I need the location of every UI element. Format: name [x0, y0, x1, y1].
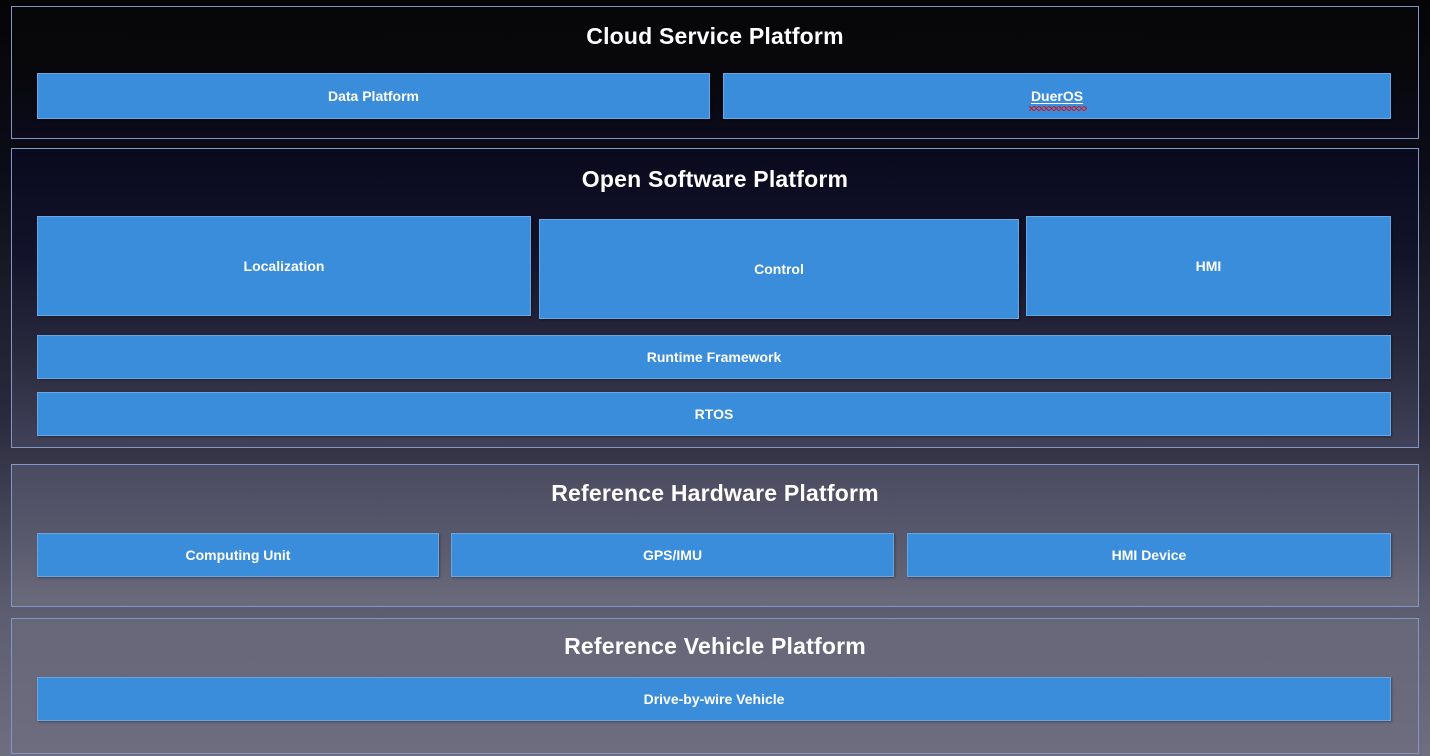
block-label-hmi-device: HMI Device	[1111, 547, 1187, 563]
layer-title-reference-hardware-platform: Reference Hardware Platform	[551, 480, 879, 506]
block-hmi[interactable]: HMI	[1026, 216, 1391, 316]
block-label-runtime-framework: Runtime Framework	[646, 349, 782, 365]
block-gps-imu[interactable]: GPS/IMU	[451, 533, 894, 577]
layer-cloud-service-platform: Cloud Service Platform Data Platform Due…	[11, 6, 1419, 139]
block-localization[interactable]: Localization	[37, 216, 531, 316]
block-label-hmi: HMI	[1195, 258, 1222, 274]
layer-reference-vehicle-platform: Reference Vehicle Platform Drive-by-wire…	[11, 618, 1419, 754]
block-rtos[interactable]: RTOS	[37, 392, 1391, 436]
block-label-localization: Localization	[243, 258, 325, 274]
block-runtime-framework[interactable]: Runtime Framework	[37, 335, 1391, 379]
block-drive-by-wire-vehicle[interactable]: Drive-by-wire Vehicle	[37, 677, 1391, 721]
block-computing-unit[interactable]: Computing Unit	[37, 533, 439, 577]
block-label-drive-by-wire-vehicle: Drive-by-wire Vehicle	[643, 691, 785, 707]
block-label-rtos: RTOS	[694, 406, 734, 422]
layer-title-cloud-service-platform: Cloud Service Platform	[586, 23, 844, 49]
block-label-control: Control	[754, 261, 804, 277]
block-dueros[interactable]: DuerOS	[723, 73, 1391, 119]
block-hmi-device[interactable]: HMI Device	[907, 533, 1391, 577]
layer-reference-hardware-platform: Reference Hardware Platform Computing Un…	[11, 464, 1419, 607]
block-label-gps-imu: GPS/IMU	[642, 547, 703, 563]
layer-open-software-platform: Open Software Platform Localization Cont…	[11, 148, 1419, 448]
block-label-computing-unit: Computing Unit	[185, 547, 291, 563]
block-data-platform[interactable]: Data Platform	[37, 73, 710, 119]
layer-title-reference-vehicle-platform: Reference Vehicle Platform	[564, 633, 866, 659]
block-label-data-platform: Data Platform	[327, 88, 420, 104]
block-label-dueros: DuerOS	[1028, 88, 1088, 111]
layer-title-open-software-platform: Open Software Platform	[581, 166, 849, 192]
block-control[interactable]: Control	[539, 219, 1019, 319]
